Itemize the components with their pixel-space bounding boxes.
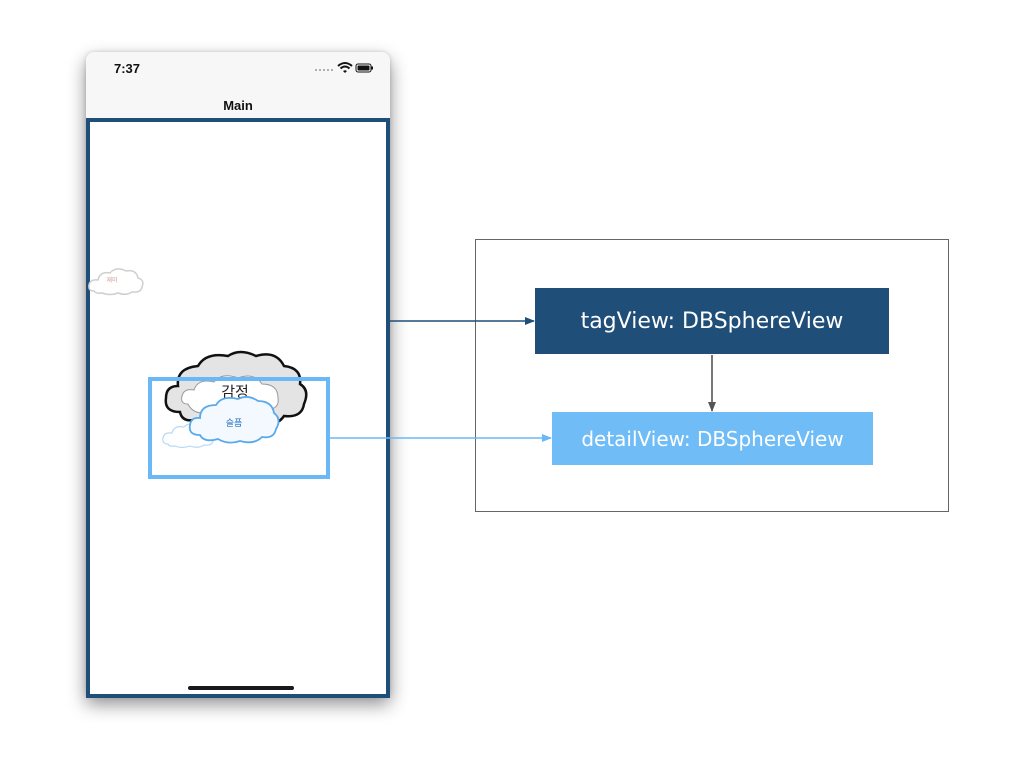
- status-bar: 7:37: [86, 52, 390, 88]
- tag-view-label: tagView: DBSphereView: [580, 308, 844, 334]
- detail-cloud-label: 슬픔: [225, 418, 243, 428]
- home-indicator: [188, 686, 294, 690]
- detail-cloud-tag[interactable]: [186, 393, 282, 445]
- battery-icon: [355, 63, 373, 73]
- phone-screen: 7:37: [86, 52, 390, 698]
- wifi-icon: [337, 62, 353, 73]
- nav-title: Main: [223, 98, 253, 113]
- small-cloud-label: 재미: [106, 278, 118, 284]
- detail-view-frame: [148, 377, 330, 479]
- diagram-container: [475, 239, 949, 512]
- status-time: 7:37: [114, 61, 141, 76]
- tag-view-box: tagView: DBSphereView: [535, 288, 889, 354]
- detail-view-box: detailView: DBSphereView: [552, 412, 873, 465]
- detail-view-label: detailView: DBSphereView: [581, 426, 844, 451]
- signal-dots-icon: [315, 69, 333, 71]
- small-cloud-tag[interactable]: [86, 263, 146, 299]
- status-icons: [315, 62, 373, 73]
